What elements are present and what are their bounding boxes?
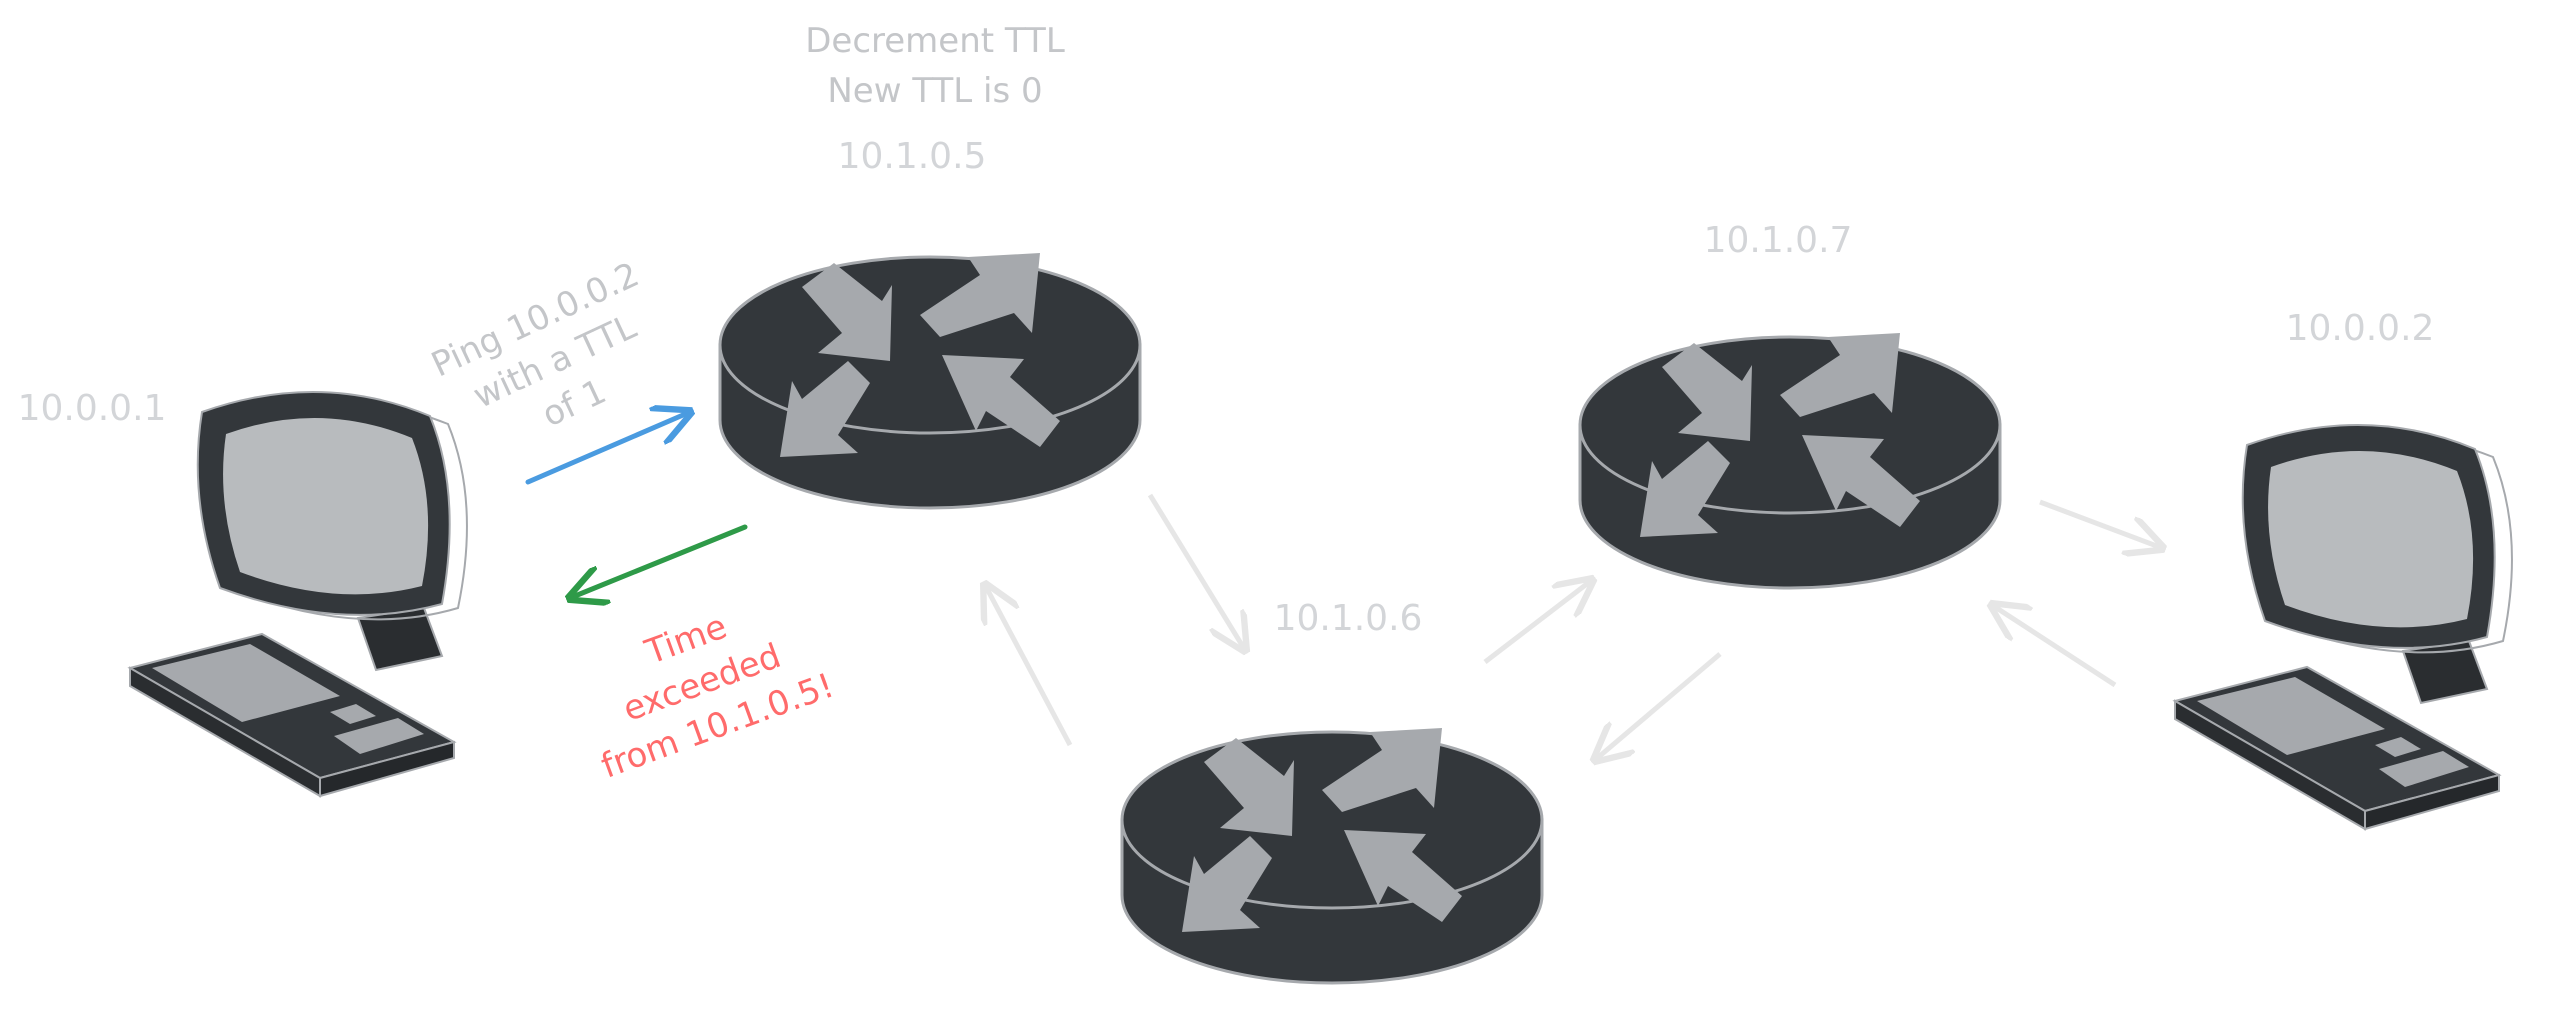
- faint-arrow-r7-to-host2: [2039, 499, 2162, 548]
- router-ip-label: 10.1.0.7: [1704, 220, 1853, 261]
- faint-arrow-r5-to-r6: [1147, 493, 1245, 650]
- router-note: Decrement TTL New TTL is 0: [805, 21, 1065, 111]
- router-icon: [1120, 726, 1544, 985]
- router-note-line1: Decrement TTL: [805, 21, 1065, 61]
- host-ip-label: 10.0.0.1: [18, 388, 167, 429]
- ping-arrow: [525, 412, 690, 485]
- router-note-line2: New TTL is 0: [827, 71, 1042, 111]
- router-icon: [1578, 331, 2002, 590]
- faint-arrow-r7-to-r6: [1595, 652, 1722, 760]
- ping-label: Ping 10.0.0.2 with a TTL of 1: [426, 255, 646, 436]
- router-10-1-0-7: [1578, 331, 2002, 590]
- host-10-0-0-2: [2174, 423, 2513, 830]
- host-ip-label: 10.0.0.2: [2286, 308, 2435, 349]
- router-ip-label: 10.1.0.5: [838, 136, 987, 177]
- time-exceeded-arrow: [570, 524, 748, 598]
- router-icon: [718, 251, 1142, 510]
- faint-arrow-r6-to-r5: [985, 585, 1073, 747]
- faint-arrows: [985, 493, 2162, 760]
- faint-arrow-r6-to-r7: [1483, 580, 1592, 664]
- computer-icon: [129, 390, 468, 797]
- router-ip-label: 10.1.0.6: [1274, 598, 1423, 639]
- time-exceeded-label: Time exceeded from 10.1.0.5!: [596, 607, 839, 787]
- router-10-1-0-6: [1120, 726, 1544, 985]
- faint-arrow-host2-to-r7: [1992, 605, 2117, 688]
- host-10-0-0-1: [129, 390, 468, 797]
- router-10-1-0-5: [718, 251, 1142, 510]
- computer-icon: [2174, 423, 2513, 830]
